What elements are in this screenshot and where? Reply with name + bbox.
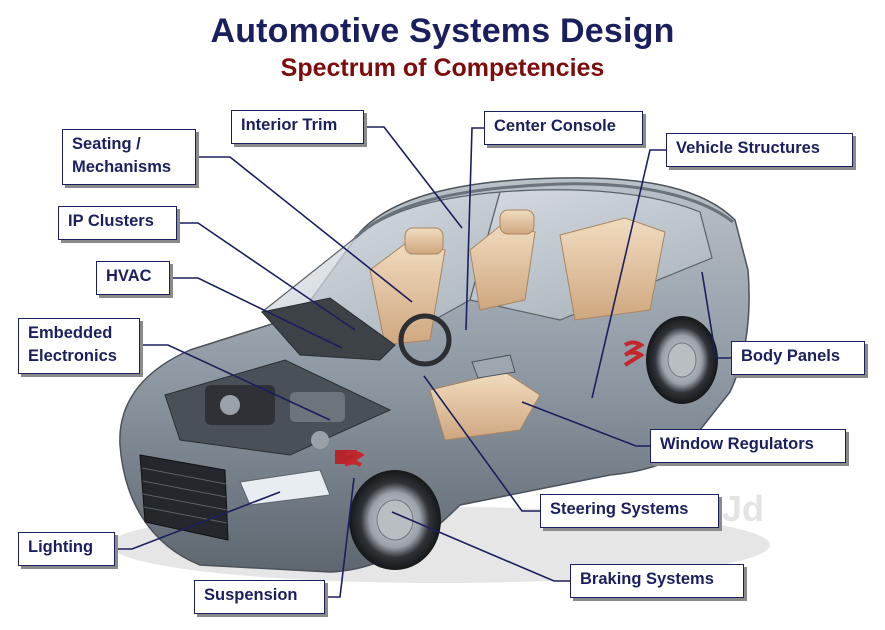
leader-window-regulators (521, 401, 650, 447)
dashboard (261, 297, 396, 361)
callout-body-panels: Body Panels (731, 341, 865, 375)
page-subtitle: Spectrum of Competencies (280, 54, 605, 82)
leader-lines (115, 126, 731, 598)
leader-body-panels (701, 271, 731, 359)
callout-ip-clusters: IP Clusters (58, 206, 177, 240)
leader-ip-clusters (177, 222, 356, 331)
steering-wheel (398, 313, 452, 367)
callout-window-regulators: Window Regulators (650, 429, 846, 463)
grille-bars (141, 467, 228, 524)
leader-lighting (115, 491, 281, 550)
callout-interior-trim: Interior Trim (231, 110, 364, 144)
leader-vehicle-structures (591, 149, 666, 399)
front-wheel (349, 470, 441, 570)
callout-seating-mechanisms: Seating / Mechanisms (62, 129, 196, 185)
callout-vehicle-structures: Vehicle Structures (666, 133, 853, 167)
callout-steering-systems: Steering Systems (540, 494, 719, 528)
leader-seating (196, 156, 413, 303)
leader-steering-systems (423, 375, 540, 512)
interior-seats (369, 209, 666, 441)
callout-suspension: Suspension (194, 580, 325, 614)
rear-wheel (646, 316, 718, 404)
headlight (239, 469, 331, 506)
callout-center-console: Center Console (484, 111, 643, 145)
leader-braking-systems (391, 511, 570, 582)
roof-rail (353, 182, 734, 240)
leader-center-console (465, 127, 484, 331)
leader-suspension (325, 477, 355, 598)
rear-suspension-spring (623, 340, 645, 367)
leader-interior-trim (364, 126, 463, 229)
watermark-logo: Jd (722, 488, 765, 529)
callout-hvac: HVAC (96, 261, 170, 295)
side-mirror (471, 354, 516, 379)
callout-embedded-electronics: Embedded Electronics (18, 318, 140, 374)
front-suspension-spring (343, 450, 365, 467)
callout-braking-systems: Braking Systems (570, 564, 744, 598)
callout-lighting: Lighting (18, 532, 115, 566)
leader-embedded-electronics (140, 344, 331, 421)
leader-hvac (170, 277, 343, 349)
page-title: Automotive Systems Design (210, 12, 675, 50)
